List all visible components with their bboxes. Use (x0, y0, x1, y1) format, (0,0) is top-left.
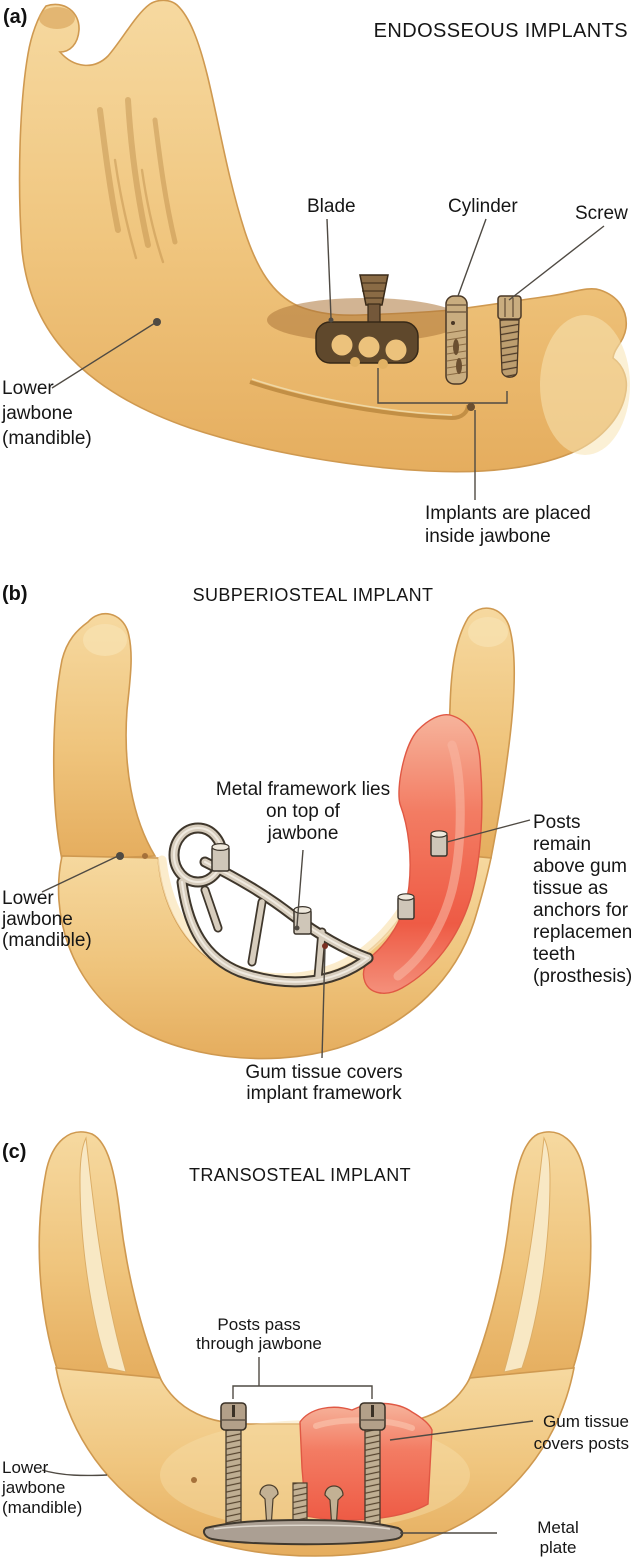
posts-bracket (232, 1385, 373, 1399)
panel-c-leader-lines (41, 1357, 534, 1534)
cylinder-leader (457, 218, 487, 297)
jawbone-leader-dot (116, 852, 124, 860)
panel-b-marker: (b) (2, 583, 28, 605)
label-lower-jawbone-a: Lower jawbone (mandible) (2, 378, 92, 449)
gum-tissue (362, 713, 483, 994)
jawbone-leader (51, 322, 156, 389)
framework-leader (296, 849, 304, 927)
implant-post (211, 843, 230, 872)
mandible-top-view (52, 607, 516, 1060)
implant-bracket (377, 368, 508, 404)
metal-plate (203, 1518, 404, 1546)
plate-highlight (213, 1524, 391, 1530)
mandible-bone (18, 0, 628, 473)
cylinder-vent (451, 321, 455, 325)
left-ramus (52, 612, 157, 861)
label-blade: Blade (307, 196, 356, 217)
label-lower-jawbone-b: Lower jawbone (mandible) (2, 888, 92, 951)
label-gum-covers-framework: Gum tissue covers implant framework (245, 1062, 403, 1104)
panel-c-illustration (38, 1131, 592, 1557)
label-screw: Screw (575, 203, 628, 224)
mandible-side-view (18, 0, 630, 473)
implants-placed-dot (467, 403, 475, 411)
gum-highlight (393, 740, 465, 981)
ramus-texture (97, 97, 178, 264)
jawbone-leader (41, 855, 119, 893)
gum-covers-leader (321, 947, 326, 1059)
blade-hole (385, 339, 407, 361)
implant-post (397, 893, 415, 920)
panel-b-illustration (41, 607, 531, 1060)
cylinder-slot (453, 339, 459, 355)
framework-posts (211, 830, 448, 935)
blade-notch (378, 359, 388, 369)
implant-post (430, 830, 448, 857)
blade-hole (331, 334, 353, 356)
panel-a-leader-lines (51, 218, 605, 500)
framework-leader-dot (294, 925, 300, 931)
threaded-post-left (220, 1402, 247, 1531)
screw-head (497, 295, 522, 320)
panel-a-title: ENDOSSEOUS IMPLANTS (373, 20, 628, 42)
screw-leader (508, 225, 605, 301)
bone-freckle (142, 853, 148, 859)
blade-notch (350, 357, 360, 367)
cylinder-slot (456, 358, 462, 374)
blade-leader (326, 218, 332, 319)
blade-neck (367, 303, 381, 324)
panel-b-leader-lines (41, 819, 531, 1059)
cylinder-implant (445, 295, 468, 385)
blade-implant (315, 274, 419, 369)
panel-a-illustration (18, 0, 630, 500)
left-condyle-highlight (83, 624, 127, 656)
screw-threads (500, 320, 519, 378)
gum-posts-leader (389, 1420, 534, 1441)
threaded-post-right (359, 1402, 386, 1531)
panel-a-marker: (a) (3, 6, 28, 28)
transosteal-posts (203, 1402, 404, 1546)
condyle-shade (39, 7, 75, 29)
label-implants-placed: Implants are placed inside jawbone (425, 503, 591, 547)
label-cylinder: Cylinder (448, 196, 518, 217)
blade-leader-dot (328, 317, 334, 323)
label-lower-jawbone-c: Lower jawbone (mandible) (2, 1458, 83, 1517)
panel-b-title: SUBPERIOSTEAL IMPLANT (192, 585, 434, 605)
jawbone-leader (41, 1469, 108, 1477)
left-coronoid-ridge (79, 1136, 127, 1373)
label-metal-plate: Metal plate joins posts together (537, 1518, 579, 1559)
panel-c-title: TRANSOSTEAL IMPLANT (189, 1165, 411, 1185)
blade-hole (358, 336, 380, 358)
label-posts-pass: Posts pass through jawbone (196, 1315, 322, 1353)
posts-remain-leader (446, 819, 531, 843)
mandibular-canal (249, 378, 470, 421)
label-metal-framework: Metal framework lies on top of jawbone (215, 779, 391, 844)
bone-freckle (191, 1477, 197, 1483)
label-posts-remain: Posts remain above gum tissue as anchors… (533, 812, 631, 987)
screw-implant (497, 295, 522, 378)
panel-c-marker: (c) (2, 1141, 27, 1163)
jawbone-leader-dot (153, 318, 161, 326)
gum-covers-leader-dot (322, 943, 328, 949)
bone-highlight-front (540, 315, 630, 455)
label-gum-covers-posts: Gum tissue covers posts (533, 1412, 629, 1453)
right-coronoid-ridge (503, 1136, 551, 1373)
right-condyle-highlight (468, 617, 508, 647)
threaded-stub (292, 1482, 308, 1524)
